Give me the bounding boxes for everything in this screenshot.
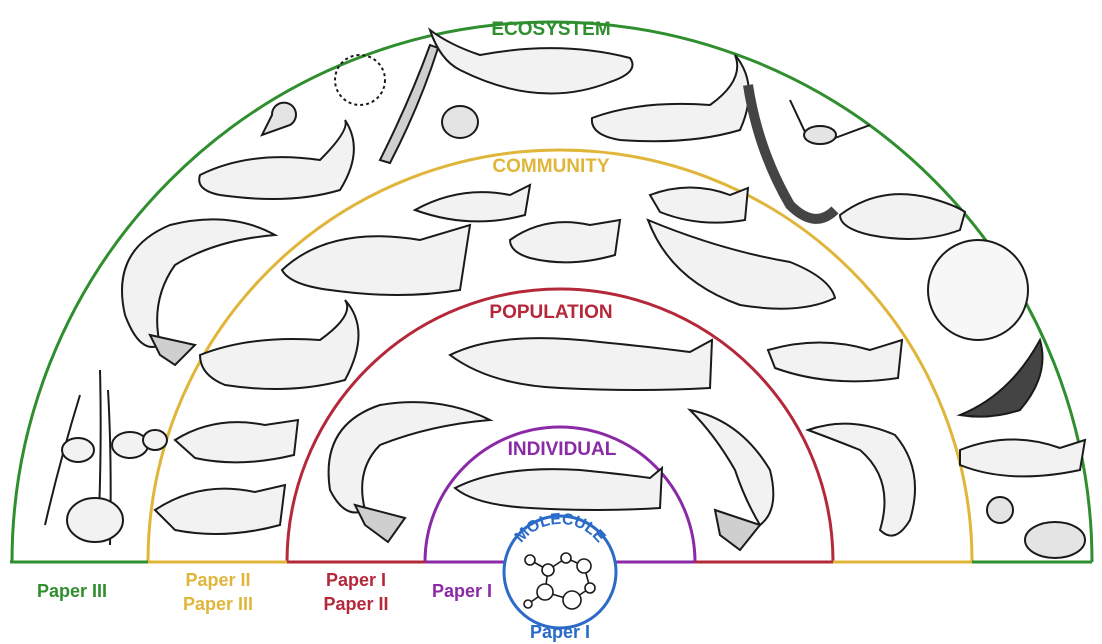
magnified-inset-illustration: [928, 240, 1028, 340]
whitefish-illustration: [415, 185, 530, 221]
eel-illustration: [960, 340, 1043, 417]
roach-illustration: [650, 188, 748, 223]
roach-illustration: [768, 340, 902, 381]
insect-larva-illustration: [380, 45, 438, 163]
tail-fin-illustration: [715, 510, 760, 550]
tail-fin-illustration: [355, 505, 405, 542]
larva-illustration: [987, 497, 1013, 523]
pike-illustration: [808, 424, 915, 536]
paper-label-molecule: Paper I: [530, 622, 590, 642]
paper-label-individual: Paper I: [432, 581, 492, 601]
stone-illustration: [143, 430, 167, 450]
stone-illustration: [62, 438, 94, 462]
perch-illustration: [840, 194, 965, 239]
plankton-illustration: [335, 55, 385, 105]
paper-label-population-2: Paper II: [323, 594, 388, 614]
tail-fin-illustration: [150, 335, 195, 365]
paper-label-community-1: Paper II: [185, 570, 250, 590]
perch-illustration: [510, 220, 620, 262]
stone-illustration: [112, 432, 148, 458]
level-label-ecosystem: ECOSYSTEM: [491, 19, 610, 40]
whitefish-illustration: [960, 439, 1085, 476]
paper-label-community-2: Paper III: [183, 594, 253, 614]
pike-illustration: [690, 410, 773, 525]
cod-illustration: [200, 300, 359, 389]
paper-label-population-1: Paper I: [326, 570, 386, 590]
level-label-community: COMMUNITY: [492, 156, 609, 177]
snail-illustration: [262, 103, 296, 135]
paper-label-ecosystem: Paper III: [37, 581, 107, 601]
shell-illustration: [1025, 522, 1085, 558]
stone-illustration: [67, 498, 123, 542]
pike-illustration: [450, 338, 712, 390]
level-label-individual: INDIVIDUAL: [508, 439, 617, 460]
pike-illustration: [122, 219, 275, 347]
pike-illustration: [455, 468, 662, 510]
clam-illustration: [442, 106, 478, 138]
perch-illustration: [175, 420, 298, 462]
level-label-population: POPULATION: [489, 302, 612, 323]
copepod-illustration: [790, 100, 870, 144]
cod-illustration: [199, 120, 354, 199]
perch-illustration: [155, 485, 285, 534]
